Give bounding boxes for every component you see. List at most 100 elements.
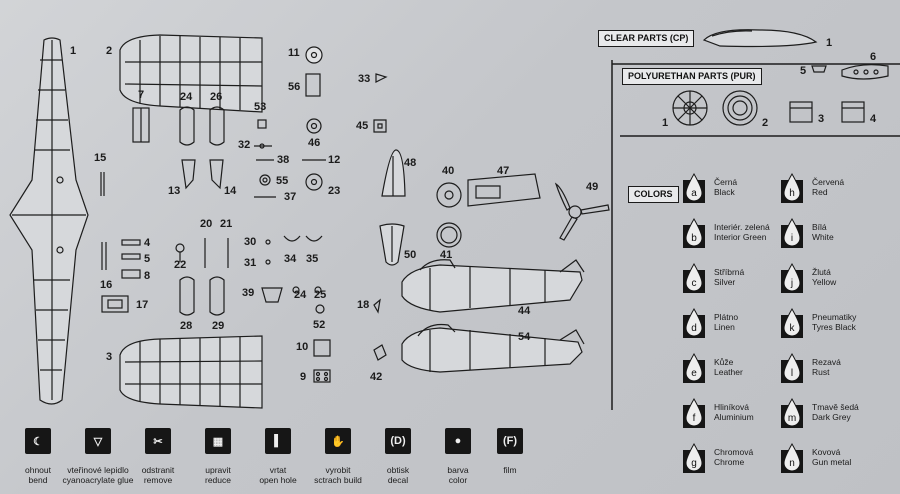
part-number: 22 xyxy=(174,259,187,271)
paint-drop-icon: n xyxy=(781,442,803,473)
color-name-cz: Pneumatiky xyxy=(812,312,857,322)
part-number: 21 xyxy=(220,218,233,230)
part-14 xyxy=(209,159,224,190)
decal-icon: (D) xyxy=(385,428,411,454)
legend-label-cz: odstranit xyxy=(141,465,175,475)
part-number: 47 xyxy=(497,165,510,177)
legend-label-en: reduce xyxy=(205,474,231,485)
part-number: 53 xyxy=(254,101,267,113)
part-number: 17 xyxy=(136,299,149,311)
clear-part-number: 1 xyxy=(826,37,833,49)
paint-drop-icon: g xyxy=(683,442,705,473)
clear-canopy-1 xyxy=(702,29,818,48)
part-number: 4 xyxy=(144,237,151,249)
pur-part-number: 2 xyxy=(762,117,769,129)
color-name-cz: Kůže xyxy=(714,357,734,367)
part-number: 5 xyxy=(144,253,151,265)
color-name-cz: Chromová xyxy=(714,447,754,457)
legend-label-cz: vyrobit xyxy=(325,465,351,475)
part-56 xyxy=(305,73,321,97)
paint-drop-icon: a xyxy=(683,172,705,203)
color-name-en: Silver xyxy=(714,276,736,287)
part-number: 55 xyxy=(276,175,289,187)
part-number: 8 xyxy=(144,270,151,282)
color-code: e xyxy=(691,368,697,379)
legend-label-cz: barva xyxy=(447,465,469,475)
color-code: j xyxy=(790,278,793,289)
part-number: 46 xyxy=(308,137,321,149)
pur-part-5 xyxy=(811,65,827,73)
color-name-cz: Hliníková xyxy=(714,402,749,412)
color-name-en: Gun metal xyxy=(812,456,852,467)
color-name-cz: Rezavá xyxy=(812,357,841,367)
part-number: 2 xyxy=(106,45,113,57)
film-icon: (F) xyxy=(497,428,523,454)
color-name-cz: Černá xyxy=(714,177,738,187)
paint-drop-icon: k xyxy=(781,307,803,338)
clear-parts-label: CLEAR PARTS (CP) xyxy=(598,30,695,47)
hand-icon: ✋ xyxy=(325,428,351,454)
part-number: 24 xyxy=(180,91,193,103)
pur-part-4 xyxy=(841,101,865,123)
part-number: 13 xyxy=(168,185,181,197)
paint-drop-icon: c xyxy=(683,262,705,293)
pur-engine-2 xyxy=(722,90,758,126)
color-name-cz: Plátno xyxy=(714,312,739,322)
legend-label-cz: ohnout xyxy=(25,465,51,475)
part-number: 39 xyxy=(242,287,255,299)
paint-drop-icon: h xyxy=(781,172,803,203)
color-name-en: Linen xyxy=(714,321,735,332)
part-number: 31 xyxy=(244,257,257,269)
pur-part-number: 6 xyxy=(870,51,877,63)
part-number: 37 xyxy=(284,191,297,203)
paint-drop-icon: l xyxy=(781,352,803,383)
color-name-cz: Kovová xyxy=(812,447,841,457)
color-code: g xyxy=(691,458,697,469)
part-42 xyxy=(373,344,387,361)
paint-drop-icon: d xyxy=(683,307,705,338)
colors-label: COLORS xyxy=(628,186,679,203)
color-name-en: Interior Green xyxy=(714,231,767,242)
part-number: 3 xyxy=(106,351,113,363)
pur-part-number: 3 xyxy=(818,113,825,125)
pur-engine-1 xyxy=(672,90,708,126)
part-number: 32 xyxy=(238,139,251,151)
legend-label-en: color xyxy=(448,474,468,485)
legend-label-en: bend xyxy=(28,474,48,485)
part-26 xyxy=(209,106,225,146)
part-45 xyxy=(373,119,387,133)
part-28 xyxy=(179,276,195,316)
color-code: f xyxy=(693,413,696,424)
part-number: 15 xyxy=(94,152,107,164)
part-53 xyxy=(257,119,267,129)
pur-part-3 xyxy=(789,101,813,123)
color-name-en: White xyxy=(812,231,834,242)
color-code: a xyxy=(691,188,697,199)
part-number: 10 xyxy=(296,341,309,353)
paint-drop-icon: ● xyxy=(445,428,471,454)
color-code: c xyxy=(692,278,697,289)
paint-drop-icon: f xyxy=(683,397,705,428)
part-number: 7 xyxy=(138,89,145,101)
part-number: 38 xyxy=(277,154,290,166)
legend-label-en: open hole xyxy=(259,474,297,485)
part-number: 48 xyxy=(404,157,417,169)
part-47 xyxy=(467,173,541,207)
pur-part-number: 5 xyxy=(800,65,807,77)
color-name-cz: Tmavě šedá xyxy=(812,402,859,412)
paint-drop-icon: i xyxy=(781,217,803,248)
color-name-cz: Bílá xyxy=(812,222,827,232)
color-name-en: Black xyxy=(714,186,735,197)
color-name-en: Aluminium xyxy=(714,411,754,422)
